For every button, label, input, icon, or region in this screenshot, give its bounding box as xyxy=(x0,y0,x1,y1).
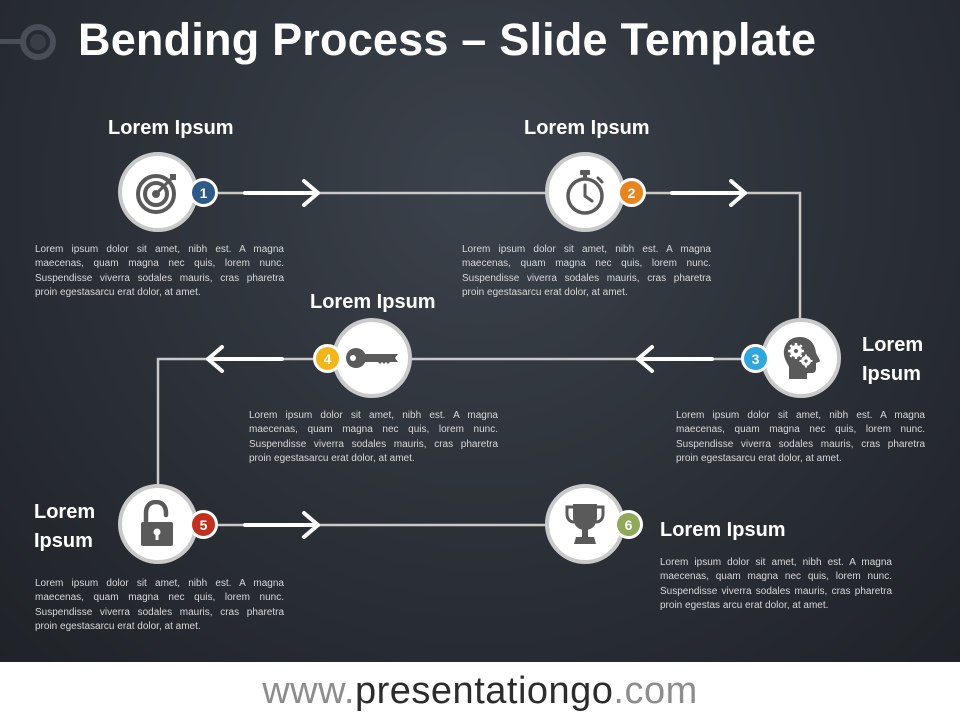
footer-url[interactable]: www.presentationgo.com xyxy=(0,662,960,720)
arrow-left-4 xyxy=(206,345,284,373)
step-5-heading-line1: Lorem xyxy=(34,501,96,523)
arrow-right-2 xyxy=(670,179,747,207)
step-5-number-badge: 5 xyxy=(189,510,218,539)
step-4-number-badge: 4 xyxy=(313,344,342,373)
arrow-right-5 xyxy=(243,511,320,539)
arrow-left-3 xyxy=(636,345,714,373)
stopwatch-icon xyxy=(566,170,604,215)
step-3-heading-line1: Lorem xyxy=(862,334,924,356)
step-4-number: 4 xyxy=(323,350,332,367)
step-6-node xyxy=(545,484,625,564)
step-1-node xyxy=(118,152,198,232)
target-icon xyxy=(136,174,176,214)
footer-url-suffix: .com xyxy=(613,670,698,712)
slide-canvas: Bending Process – Slide Template xyxy=(0,0,960,662)
step-4-description: Lorem ipsum dolor sit amet, nibh est. A … xyxy=(249,410,498,465)
key-icon xyxy=(346,348,398,368)
step-2-node xyxy=(545,152,625,232)
step-6-heading: Lorem Ipsum xyxy=(660,519,786,541)
step-1-number: 1 xyxy=(199,184,208,201)
footer-url-prefix: www. xyxy=(262,670,355,712)
head-gears-icon xyxy=(783,337,820,379)
step-5-heading: Lorem Ipsum xyxy=(34,498,95,556)
step-5-node xyxy=(118,484,198,564)
step-1-heading: Lorem Ipsum xyxy=(108,117,234,139)
trophy-icon xyxy=(565,504,605,544)
step-1-description: Lorem ipsum dolor sit amet, nibh est. A … xyxy=(35,244,284,299)
step-3-number: 3 xyxy=(751,350,760,367)
step-6-number: 6 xyxy=(624,516,633,533)
step-2-number: 2 xyxy=(627,184,636,201)
step-4-heading: Lorem Ipsum xyxy=(310,291,436,313)
step-2-number-badge: 2 xyxy=(617,178,646,207)
step-4-node xyxy=(332,318,412,398)
step-3-number-badge: 3 xyxy=(741,344,770,373)
step-5-description: Lorem ipsum dolor sit amet, nibh est. A … xyxy=(35,578,284,633)
step-6-description: Lorem ipsum dolor sit amet, nibh est. A … xyxy=(660,557,892,612)
step-5-number: 5 xyxy=(199,516,208,533)
unlocked-padlock-icon xyxy=(141,500,173,546)
step-1-number-badge: 1 xyxy=(189,178,218,207)
step-3-heading: Lorem Ipsum xyxy=(862,331,923,389)
step-3-node xyxy=(761,318,841,398)
title-decoration-icon xyxy=(0,24,56,60)
slide-title: Bending Process – Slide Template xyxy=(78,14,817,65)
process-connector-lines xyxy=(156,179,802,539)
step-3-description: Lorem ipsum dolor sit amet, nibh est. A … xyxy=(676,410,925,465)
step-6-number-badge: 6 xyxy=(614,510,643,539)
footer-url-domain: presentationgo xyxy=(355,670,614,712)
step-2-heading: Lorem Ipsum xyxy=(524,117,650,139)
step-5-heading-line2: Ipsum xyxy=(34,530,93,552)
step-3-heading-line2: Ipsum xyxy=(862,363,921,385)
arrow-right-1 xyxy=(243,179,320,207)
step-2-description: Lorem ipsum dolor sit amet, nibh est. A … xyxy=(462,244,711,299)
